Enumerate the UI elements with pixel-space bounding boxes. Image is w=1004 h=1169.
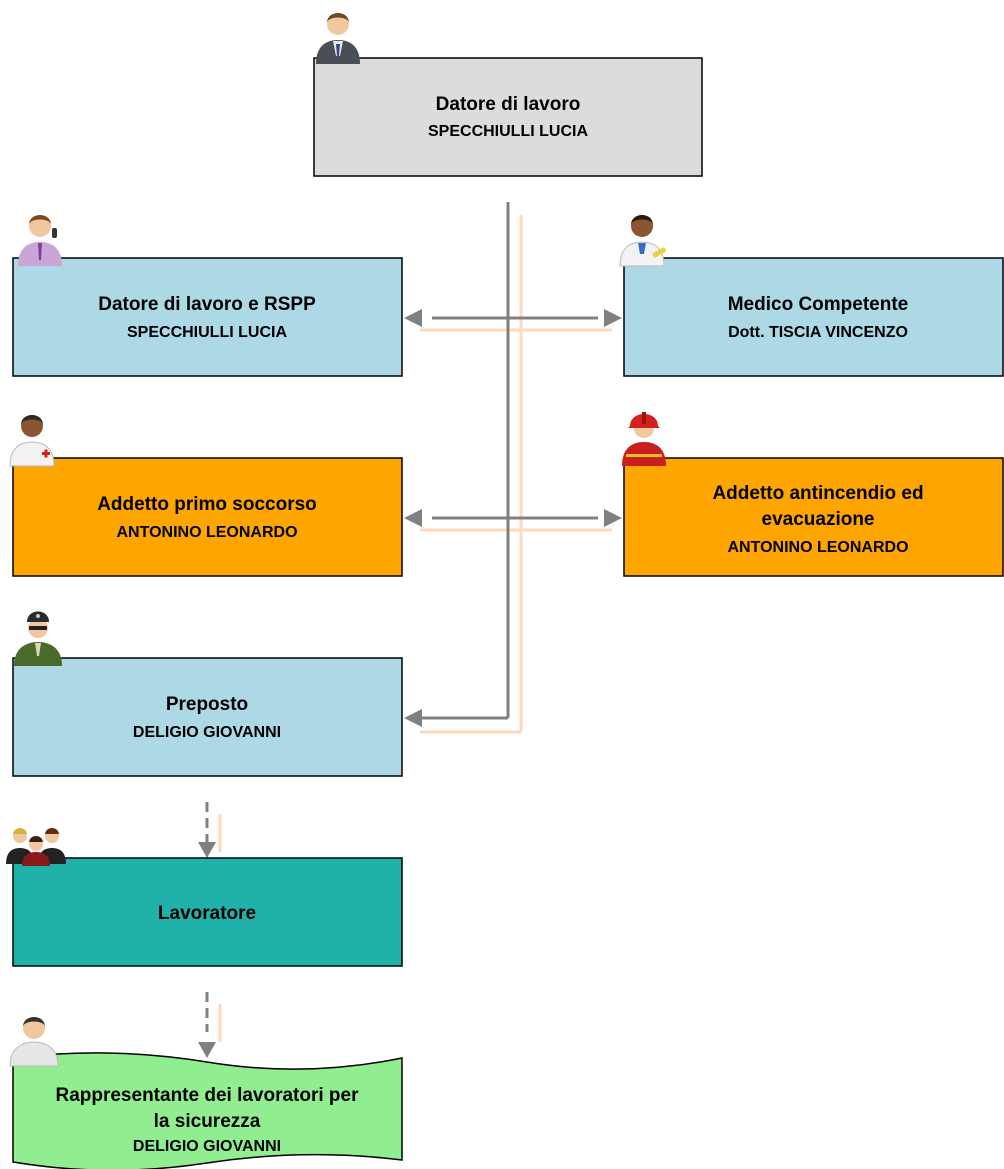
node-person-name: SPECCHIULLI LUCIA xyxy=(127,324,287,341)
office-worker-icon xyxy=(18,215,62,266)
arrow-to-rspp xyxy=(404,309,422,327)
node-title-line2: evacuazione xyxy=(762,509,875,530)
connector-arrowheads xyxy=(198,309,622,1058)
connectors xyxy=(198,202,622,1058)
node-title-line2: la sicurezza xyxy=(154,1111,261,1132)
node-title: Addetto primo soccorso xyxy=(97,494,317,515)
node-person-name: Dott. TISCIA VINCENZO xyxy=(728,324,908,341)
businessman-icon xyxy=(316,13,360,64)
node-datore-di-lavoro[interactable]: Datore di lavoro SPECCHIULLI LUCIA xyxy=(313,57,703,177)
node-person-name: DELIGIO GIOVANNI xyxy=(133,724,281,741)
node-person-name: SPECCHIULLI LUCIA xyxy=(428,123,588,140)
connector-shadows xyxy=(218,215,612,1042)
node-lavoratore[interactable]: Lavoratore xyxy=(12,857,403,967)
node-addetto-antincendio[interactable]: Addetto antincendio ed evacuazione ANTON… xyxy=(623,457,1004,577)
node-title-line1: Rappresentante dei lavoratori per xyxy=(55,1085,359,1106)
node-preposto[interactable]: Preposto DELIGIO GIOVANNI xyxy=(12,657,403,777)
first-aid-icon xyxy=(9,415,55,467)
arrow-to-medico xyxy=(604,309,622,327)
node-medico-competente[interactable]: Medico Competente Dott. TISCIA VINCENZO xyxy=(623,257,1004,377)
workers-group-icon xyxy=(6,828,66,866)
node-rls[interactable]: Rappresentante dei lavoratori per la sic… xyxy=(12,1052,403,1169)
node-title: Preposto xyxy=(166,694,248,715)
arrow-to-rls xyxy=(198,1042,216,1058)
node-addetto-primo-soccorso[interactable]: Addetto primo soccorso ANTONINO LEONARDO xyxy=(12,457,403,577)
node-title: Lavoratore xyxy=(158,903,256,924)
node-title: Datore di lavoro e RSPP xyxy=(98,294,316,315)
node-person-name: DELIGIO GIOVANNI xyxy=(133,1138,281,1155)
worker-representative-icon xyxy=(9,1017,59,1067)
node-title-line1: Addetto antincendio ed xyxy=(712,483,923,504)
node-title: Datore di lavoro xyxy=(436,94,581,115)
doctor-icon xyxy=(619,215,666,267)
supervisor-icon xyxy=(14,611,62,666)
node-person-name: ANTONINO LEONARDO xyxy=(116,524,297,541)
node-rspp[interactable]: Datore di lavoro e RSPP SPECCHIULLI LUCI… xyxy=(12,257,403,377)
arrow-to-antincendio xyxy=(604,509,622,527)
arrow-to-lavoratore xyxy=(198,842,216,858)
connector-lines xyxy=(205,202,598,1032)
arrow-to-primo-soccorso xyxy=(404,509,422,527)
node-person-name: ANTONINO LEONARDO xyxy=(727,539,908,556)
firefighter-icon xyxy=(622,412,666,466)
node-title: Medico Competente xyxy=(728,294,909,315)
arrow-to-preposto xyxy=(404,709,422,727)
